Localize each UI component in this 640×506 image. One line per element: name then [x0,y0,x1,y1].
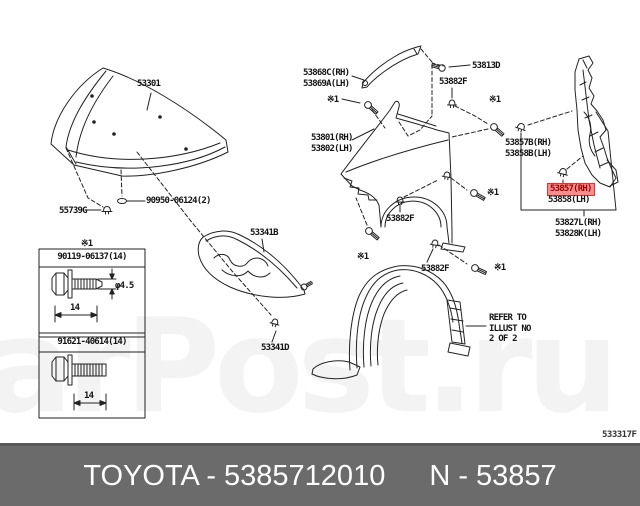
part-label-clip-53882f-mid: 53882F [386,214,415,224]
part-label-fender: 53801(RH)53802(LH) [311,133,353,154]
part-label-ref-mark-5: ※1 [487,188,499,198]
part-label-box-len-1: 14 [70,303,80,313]
fender-drawing [340,100,466,253]
part-label-ref-mark-1: ※1 [327,95,339,105]
part-label-clip-53882f-top: 53882F [439,77,468,87]
fender-liner-drawing [311,265,487,380]
part-label-box-part-2: 91621-40614(14) [57,337,127,347]
part-label-apron-highlight: 53857(RH)53858(LH) [547,183,595,205]
highlighted-part-number: 53857(RH) [547,183,595,196]
clip-icon [395,196,405,205]
leader-53801 [351,128,375,141]
part-label-ref-mark-3: ※1 [357,252,369,262]
part-label-box-dia-1: φ4.5 [115,281,134,291]
bolt-icon [365,227,380,241]
part-label-box-part-1: 90119-06137(14) [57,252,127,262]
bolt-spec-1-icon [51,268,117,323]
parts-box [38,248,146,419]
part-label-bracket: 53827L(RH)53828K(LH) [555,218,602,239]
solid-leaders [84,64,564,343]
footer-bar: TOYOTA - 5385712010 N - 53857 [0,443,640,506]
screw-icon [300,280,313,291]
bolt-icon [490,123,505,137]
clip-icon [269,318,280,328]
part-label-clip-53341d: 53341D [261,343,290,353]
part-label-ref-mark-4: ※1 [494,263,506,273]
part-label-ref-mark-2: ※1 [489,95,501,105]
clip-icon [101,206,113,215]
bolt-icon [364,101,379,115]
diagram-code: 533317F [602,430,637,440]
clip-icon [441,171,452,181]
fence-lines [520,111,617,217]
bolt-spec-2-icon [51,354,107,411]
part-label-hood: 53301 [137,79,161,89]
part-label-hood-grommet: 90950-06124(2) [146,196,211,206]
dashed-leaders [65,105,584,316]
bolt-icon [470,189,486,201]
clip-icon [447,99,457,108]
part-label-clip-53882f-low: 53882F [421,264,450,274]
clip-icon [515,123,526,133]
part-label-clip-53813d: 53813D [472,61,501,71]
diagram-line-art [38,45,619,419]
part-label-ref-mark-box: ※1 [81,239,93,249]
hood-insulator-drawing [197,230,306,298]
part-label-brace: 53868C(RH)53869A(LH) [303,68,350,89]
part-label-clip-55739g: 55739G [59,206,88,216]
leader-53341b [261,238,265,253]
part-label-apron-clips: 53857B(RH)53858B(LH) [505,138,552,159]
leader-53301 [146,92,152,111]
grommet-icon [117,198,127,204]
footer-brand-part-number: TOYOTA - 5385712010 [83,459,386,492]
brace-drawing [351,45,444,117]
footer-ref-number: N - 53857 [429,459,557,492]
screw-icon [431,63,446,72]
bolt-icon [471,264,488,276]
clip-icon [557,167,568,178]
hood-drawing [50,67,229,177]
leader-53868c [351,75,365,81]
hardware [101,63,568,328]
clip-icon [429,239,440,249]
part-label-insulator: 53341B [250,228,279,238]
part-label-box-len-2: 14 [84,391,94,401]
